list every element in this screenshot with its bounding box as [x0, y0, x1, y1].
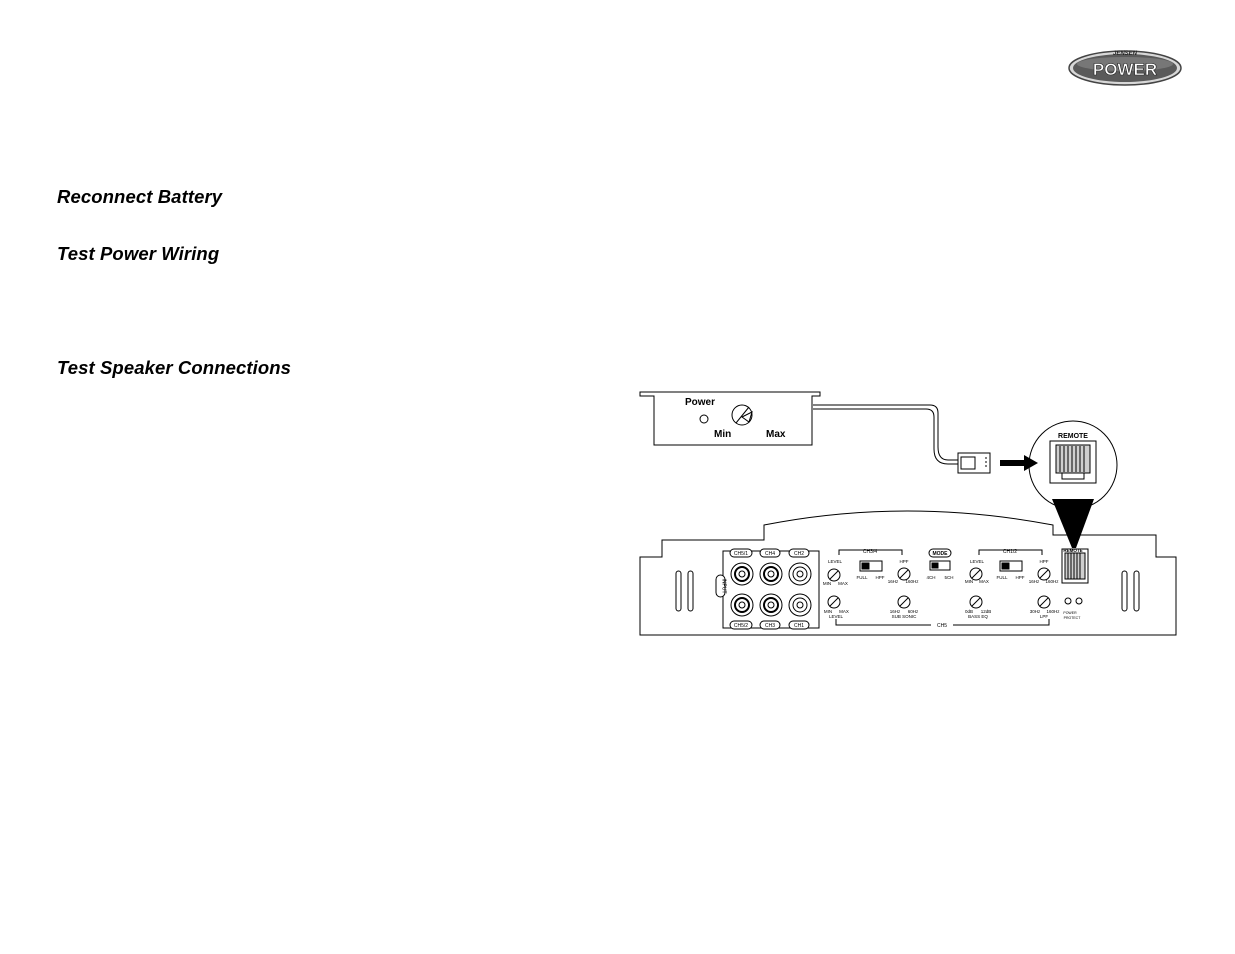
mode-option-4ch: 4CH [926, 575, 935, 580]
amp-remote-label: REMOTE [1063, 548, 1082, 553]
ch5-lpf-high: 160Hz [1046, 609, 1060, 614]
rca-label: CH4 [765, 551, 775, 557]
rca-label: CH1 [794, 623, 804, 629]
rca-label: CH3 [765, 623, 775, 629]
rca-label: CH5/2 [734, 623, 748, 629]
rca-label: CH5/1 [734, 551, 748, 557]
remote-min-label: Min [714, 429, 731, 440]
ch12-label: CH1/2 [1003, 549, 1017, 555]
ch12-switch-hpf: HPF [1016, 575, 1025, 580]
ch34-label: CH3/4 [863, 549, 877, 555]
mode-option-5ch: 5CH [944, 575, 953, 580]
callout-remote-label: REMOTE [1058, 433, 1088, 440]
rca-label: CH2 [794, 551, 804, 557]
ch5-subsonic-low: 16Hz [890, 609, 901, 614]
amplifier-remote-diagram: Power Min Max REMOTE CH5/1 CH4 CH2 CH5/2… [639, 391, 1177, 636]
ch12-hpf-label: HPF [1040, 559, 1049, 564]
ch12-hpf-low: 16Hz [1029, 579, 1040, 584]
ch34-hpf-low: 16Hz [888, 579, 899, 584]
ch12-switch-full: FULL [996, 575, 1008, 580]
mode-label: MODE [933, 551, 949, 557]
jensen-power-logo: JENSEN POWER [1068, 50, 1182, 86]
ch5-lpf-low: 30Hz [1030, 609, 1041, 614]
power-led-label: POWER [1063, 611, 1077, 615]
ch12-hpf-high: 160Hz [1045, 579, 1059, 584]
logo-maker: JENSEN [1113, 51, 1138, 57]
ch12-level-label: LEVEL [970, 559, 985, 564]
ch12-level-min: MIN [965, 579, 973, 584]
ch34-level-max: MAX [838, 581, 848, 586]
remote-power-label: Power [685, 397, 715, 408]
ch34-hpf-label: HPF [900, 559, 909, 564]
ch5-subsonic-label: SUB SONIC [892, 614, 918, 619]
ch5-level-label: LEVEL [829, 614, 844, 619]
logo-name: POWER [1093, 60, 1157, 79]
ch5-level-max: MAX [839, 609, 849, 614]
ch34-hpf-high: 160Hz [905, 579, 919, 584]
ch5-basseq-low: 0dB [965, 609, 973, 614]
input-label: INPUT [721, 579, 727, 594]
ch34-switch-hpf: HPF [876, 575, 885, 580]
ch5-level-min: MIN [824, 609, 832, 614]
ch5-basseq-high: 12dB [981, 609, 992, 614]
ch34-level-min: MIN [823, 581, 831, 586]
remote-max-label: Max [766, 429, 786, 440]
ch5-lpf-label: LPF [1040, 614, 1049, 619]
ch5-subsonic-high: 60Hz [908, 609, 919, 614]
ch5-basseq-label: BASS EQ [968, 614, 988, 619]
ch34-level-label: LEVEL [828, 559, 843, 564]
heading-test-power-wiring: Test Power Wiring [57, 243, 220, 264]
ch34-switch-full: FULL [856, 575, 868, 580]
protect-led-label: PROTECT [1064, 616, 1082, 620]
ch5-label: CH5 [937, 623, 947, 629]
ch12-level-max: MAX [979, 579, 989, 584]
heading-reconnect-battery: Reconnect Battery [57, 186, 223, 207]
heading-test-speaker-connections: Test Speaker Connections [57, 357, 292, 378]
